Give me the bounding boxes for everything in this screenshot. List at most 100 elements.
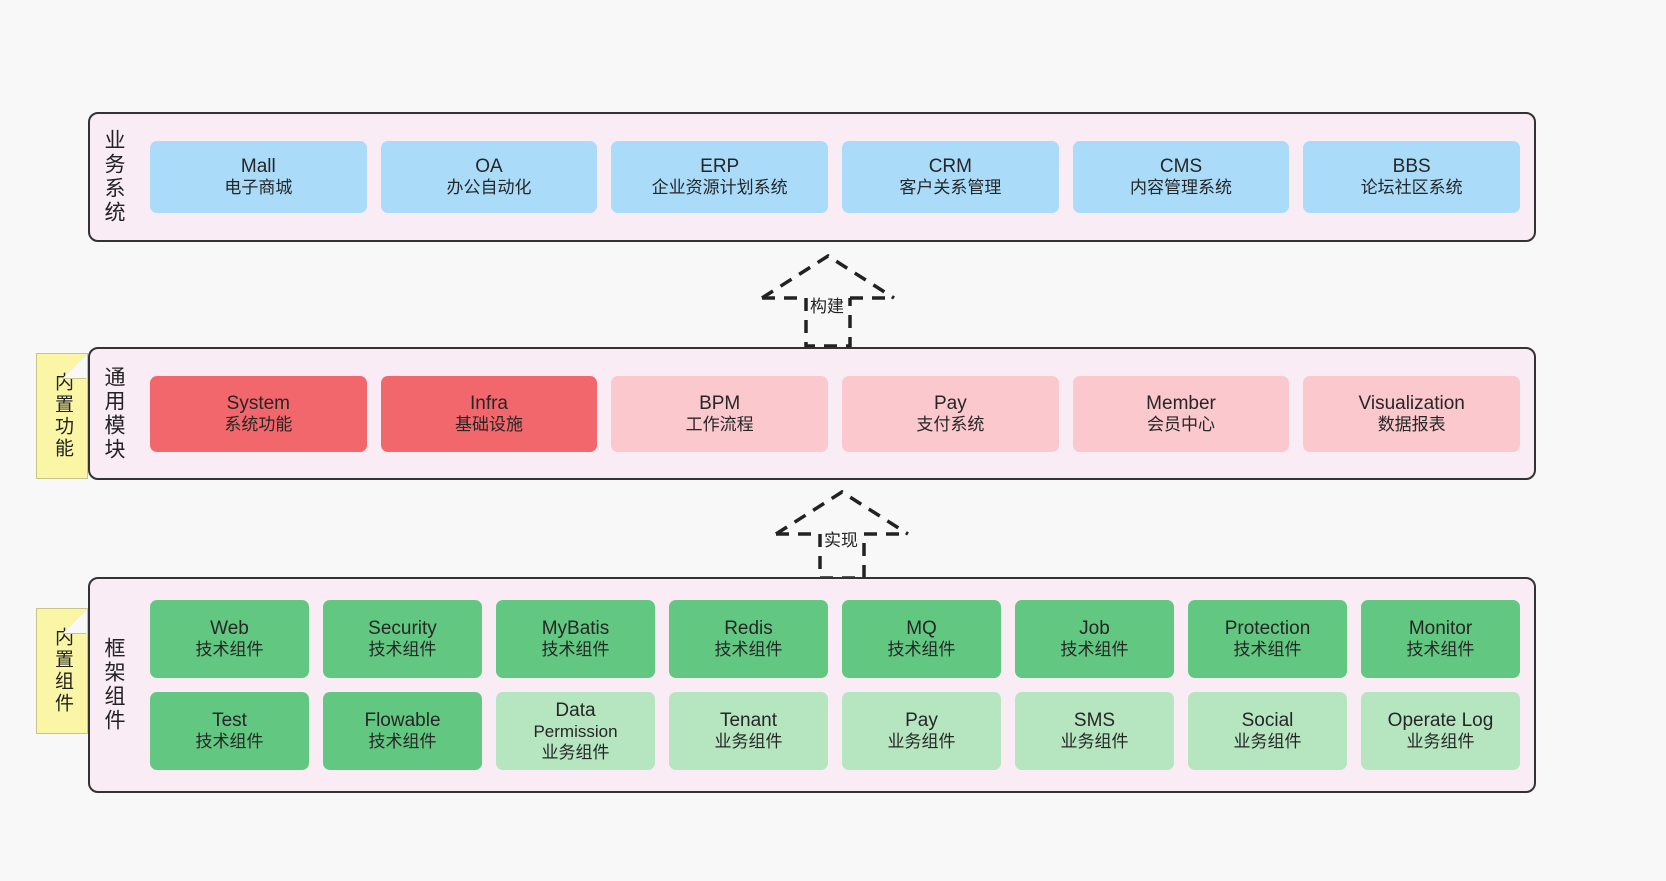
card-title: Visualization [1358, 392, 1465, 414]
note-builtin-component-label: 内置组件 [51, 627, 73, 715]
card-subtitle: 业务组件 [714, 732, 783, 752]
layer-framework-label: 框架组件 [102, 637, 126, 733]
card-title: Data [555, 699, 596, 721]
card-subtitle: 技术组件 [1406, 640, 1475, 660]
card-subtitle: 业务组件 [1406, 732, 1475, 752]
card-title: BBS [1392, 156, 1431, 178]
card-subtitle: 论坛社区系统 [1360, 178, 1463, 198]
connector-build-arrow: 构建 [748, 250, 908, 350]
card-subtitle: 会员中心 [1147, 414, 1216, 434]
card-subtitle: 电子商城 [224, 178, 293, 198]
card-title: Mall [240, 156, 276, 178]
card-title: Security [368, 618, 437, 640]
connector-implement-arrow: 实现 [762, 486, 922, 582]
card-title: Pay [933, 392, 967, 414]
card-title: Member [1146, 392, 1216, 414]
card-subtitle: 支付系统 [916, 414, 985, 434]
card-title: MyBatis [541, 618, 610, 640]
card-title: SMS [1073, 710, 1116, 732]
card-subtitle: 内容管理系统 [1130, 178, 1233, 198]
card-title: Social [1241, 710, 1294, 732]
card-subtitle: 业务组件 [541, 742, 610, 762]
card-subtitle: 技术组件 [714, 640, 783, 660]
card-title: CRM [928, 156, 972, 178]
card-title: Protection [1224, 618, 1311, 640]
card-subtitle: 技术组件 [368, 640, 437, 660]
card-subtitle: 业务组件 [887, 732, 956, 752]
card-subtitle: 数据报表 [1377, 414, 1446, 434]
layer-business-label: 业务系统 [102, 129, 126, 225]
card-subtitle: 技术组件 [368, 732, 437, 752]
connector-implement-label: 实现 [824, 531, 858, 550]
card-title: ERP [700, 156, 740, 178]
card-title-line2: Permission [533, 721, 618, 741]
card-subtitle: 业务组件 [1233, 732, 1302, 752]
card-subtitle: 办公自动化 [446, 178, 532, 198]
card-subtitle: 业务组件 [1060, 732, 1129, 752]
card-title: Operate Log [1387, 710, 1494, 732]
card-title: BPM [699, 392, 741, 414]
card-subtitle: 技术组件 [541, 640, 610, 660]
card-title: Pay [905, 710, 938, 732]
note-builtin-function: 内置功能 [36, 353, 88, 479]
card-subtitle: 企业资源计划系统 [651, 178, 788, 198]
card-title: Redis [724, 618, 773, 640]
card-title: Test [212, 710, 247, 732]
card-subtitle: 技术组件 [195, 732, 264, 752]
note-builtin-component: 内置组件 [36, 608, 88, 734]
card-title: OA [475, 156, 503, 178]
card-subtitle: 客户关系管理 [899, 178, 1002, 198]
card-subtitle: 技术组件 [195, 640, 264, 660]
card-title: Job [1079, 618, 1110, 640]
card-title: CMS [1159, 156, 1203, 178]
card-subtitle: 工作流程 [685, 414, 754, 434]
card-subtitle: 系统功能 [224, 414, 293, 434]
note-builtin-function-label: 内置功能 [51, 372, 73, 460]
card-title: Tenant [719, 710, 778, 732]
card-title: Monitor [1408, 618, 1473, 640]
card-subtitle: 技术组件 [887, 640, 956, 660]
connector-build-label: 构建 [810, 297, 844, 316]
card-title: System [226, 392, 291, 414]
card-title: Infra [469, 392, 509, 414]
